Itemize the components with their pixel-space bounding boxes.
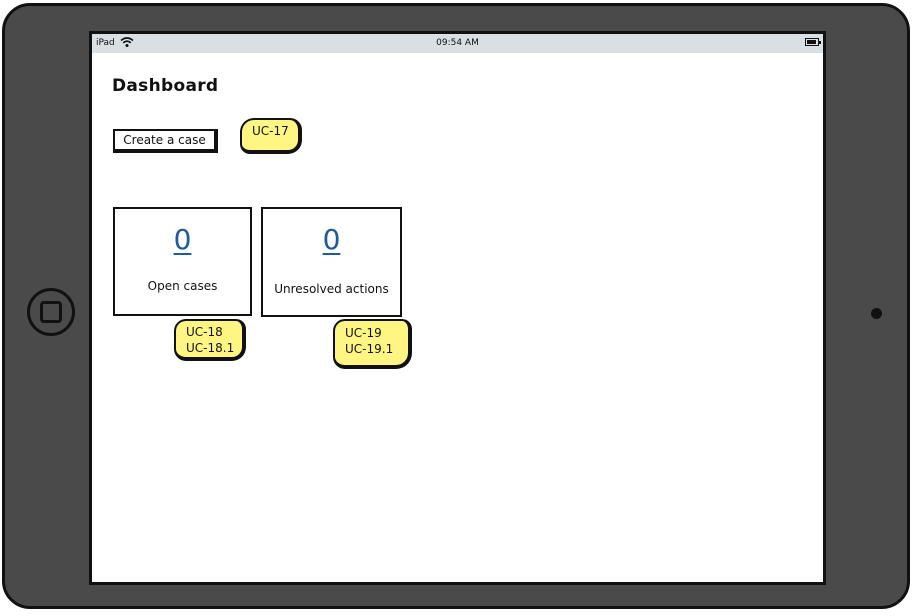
unresolved-actions-card: 0 Unresolved actions [261, 207, 402, 317]
battery-icon [805, 38, 821, 46]
note-line: UC-19 [345, 326, 382, 340]
note-uc-create-case: UC-17 [240, 118, 302, 154]
wifi-icon [120, 37, 134, 47]
unresolved-actions-count-link[interactable]: 0 [322, 223, 341, 256]
note-line: UC-18 [186, 325, 223, 339]
open-cases-card: 0 Open cases [113, 207, 252, 316]
unresolved-actions-label: Unresolved actions [274, 282, 389, 296]
open-cases-label: Open cases [147, 279, 218, 293]
screen: iPad 09:54 AM Dashboard Create a case UC… [89, 31, 826, 585]
note-uc-open-cases: UC-18 UC-18.1 [174, 319, 246, 361]
home-button[interactable] [27, 288, 75, 336]
note-line: UC-18.1 [186, 341, 235, 355]
note-line: UC-17 [252, 124, 289, 138]
status-time: 09:54 AM [436, 38, 479, 48]
note-uc-unresolved-actions: UC-19 UC-19.1 [333, 319, 412, 369]
note-line: UC-19.1 [345, 342, 394, 356]
carrier-label: iPad [96, 38, 115, 48]
open-cases-count-link[interactable]: 0 [173, 223, 192, 256]
page-title: Dashboard [112, 76, 219, 96]
home-button-square-icon [40, 301, 62, 323]
status-bar: iPad 09:54 AM [92, 34, 823, 53]
create-case-button[interactable]: Create a case [113, 129, 218, 153]
camera-dot [871, 308, 882, 319]
